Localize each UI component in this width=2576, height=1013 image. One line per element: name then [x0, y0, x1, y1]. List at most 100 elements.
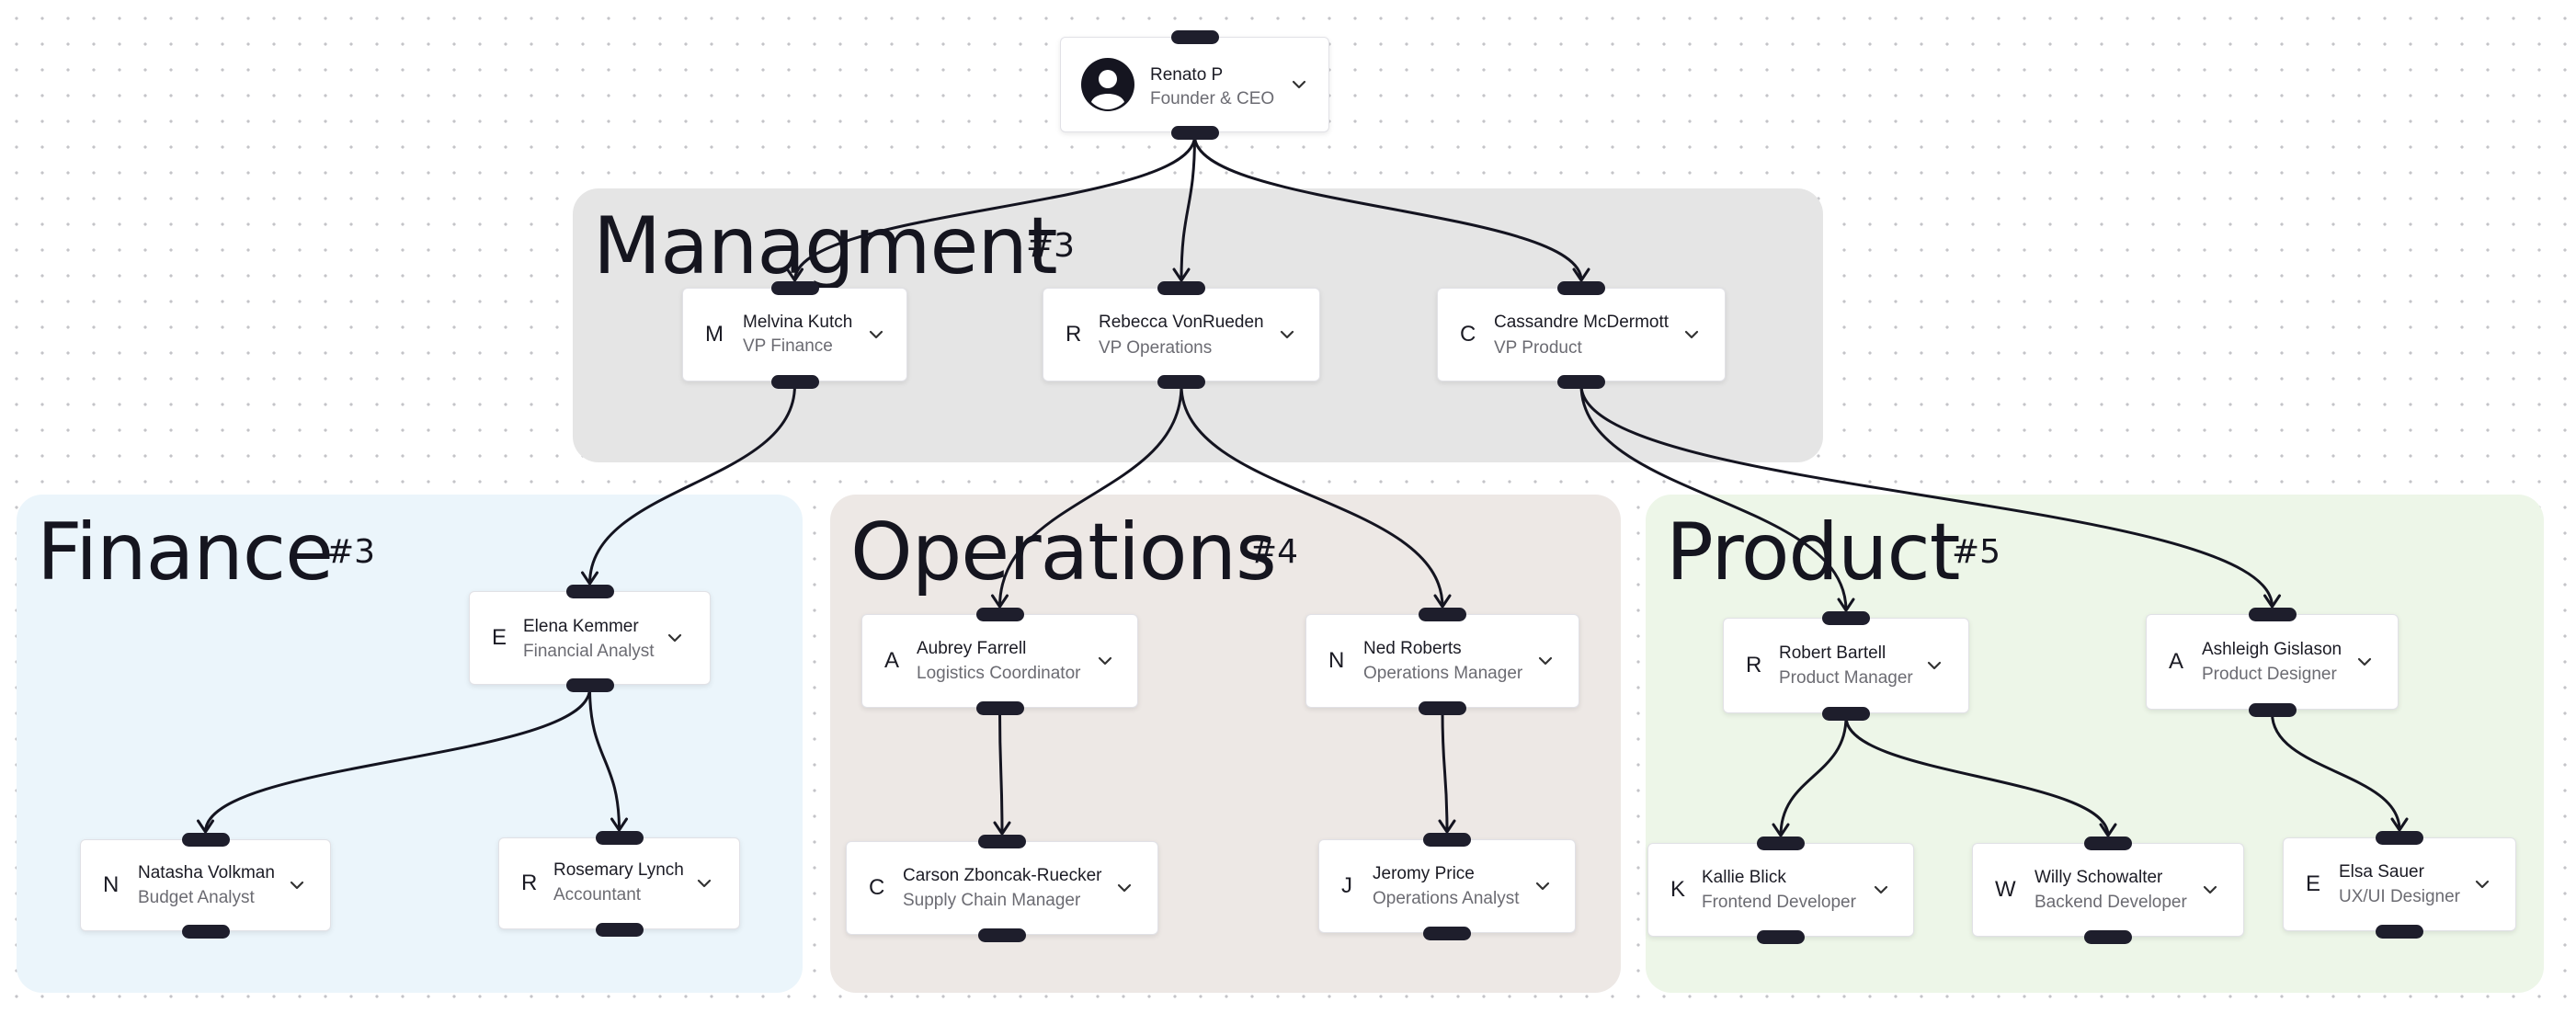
connection-handle-bottom[interactable]	[2084, 930, 2132, 944]
node-card[interactable]: E Elsa Sauer UX/UI Designer	[2283, 837, 2516, 931]
connection-handle-bottom[interactable]	[1822, 707, 1870, 721]
chevron-down-icon[interactable]	[2472, 874, 2492, 894]
node-card[interactable]: R Rebecca VonRueden VP Operations	[1043, 288, 1320, 381]
connection-handle-top[interactable]	[1157, 281, 1205, 295]
node-card[interactable]: A Ashleigh Gislason Product Designer	[2146, 614, 2399, 710]
connection-handle-top[interactable]	[181, 833, 230, 847]
connection-handle-bottom[interactable]	[1757, 930, 1805, 944]
connection-handle-top[interactable]	[2376, 831, 2423, 845]
node-card[interactable]: N Natasha Volkman Budget Analyst	[80, 839, 331, 931]
group-title: Product	[1666, 506, 1961, 598]
chevron-down-icon[interactable]	[1277, 324, 1297, 345]
edge-renato-melvina[interactable]	[793, 135, 1196, 281]
connection-handle-top[interactable]	[1757, 837, 1805, 850]
arrowhead-icon	[2099, 823, 2117, 837]
connection-handle-top[interactable]	[1170, 30, 1219, 44]
chevron-down-icon[interactable]	[694, 873, 714, 893]
group-title: Finance	[37, 506, 334, 598]
node-card[interactable]: J Jeromy Price Operations Analyst	[1318, 839, 1576, 933]
connection-handle-top[interactable]	[1822, 611, 1870, 625]
node-initial: A	[884, 648, 900, 673]
chevron-down-icon[interactable]	[1114, 878, 1134, 898]
chevron-down-icon[interactable]	[1535, 651, 1556, 671]
connection-handle-bottom[interactable]	[181, 925, 230, 939]
node-card[interactable]: N Ned Roberts Operations Manager	[1305, 614, 1579, 708]
connection-handle-top[interactable]	[1423, 833, 1471, 847]
node-card[interactable]: Renato P Founder & CEO	[1060, 37, 1329, 132]
chevron-down-icon[interactable]	[2354, 652, 2375, 672]
edge-cassandre-robert[interactable]	[1579, 384, 1848, 611]
edge-rebecca-ned[interactable]	[1180, 384, 1444, 608]
node-role: Backend Developer	[2035, 893, 2187, 912]
connection-handle-bottom[interactable]	[1423, 927, 1471, 940]
connection-handle-top[interactable]	[1419, 608, 1466, 621]
edge-ned-jeromy[interactable]	[1441, 711, 1449, 833]
connection-handle-top[interactable]	[975, 608, 1024, 621]
edge-renato-cassandre[interactable]	[1193, 135, 1583, 281]
chevron-down-icon[interactable]	[1533, 876, 1553, 896]
connection-handle-bottom[interactable]	[1170, 126, 1219, 140]
node-role: UX/UI Designer	[2339, 887, 2460, 906]
connection-handle-top[interactable]	[1557, 281, 1605, 295]
chevron-down-icon[interactable]	[1924, 655, 1944, 676]
node-role: Logistics Coordinator	[917, 664, 1081, 683]
node-initial: N	[103, 872, 120, 897]
node-role: Accountant	[553, 885, 642, 905]
connection-handle-top[interactable]	[2248, 608, 2297, 621]
connection-handle-bottom[interactable]	[1157, 375, 1205, 389]
connection-handle-top[interactable]	[770, 281, 819, 295]
chevron-down-icon[interactable]	[1095, 651, 1115, 671]
connection-handle-top[interactable]	[978, 835, 1026, 848]
node-name: Cassandre McDermott	[1494, 313, 1670, 332]
edge-ashleigh-elsa[interactable]	[2271, 712, 2401, 831]
node-card[interactable]: C Carson Zboncak-Ruecker Supply Chain Ma…	[846, 841, 1158, 935]
connection-handle-top[interactable]	[565, 585, 614, 598]
node-role: VP Operations	[1099, 338, 1213, 358]
node-initial: M	[705, 322, 724, 347]
node-card[interactable]: K Kallie Blick Frontend Developer	[1647, 843, 1914, 937]
edge-rebecca-aubrey[interactable]	[998, 384, 1183, 608]
connection-handle-bottom[interactable]	[975, 701, 1024, 715]
edge-aubrey-carson[interactable]	[998, 711, 1004, 835]
chevron-down-icon[interactable]	[2200, 880, 2220, 900]
connection-handle-bottom[interactable]	[2376, 925, 2423, 939]
node-name: Jeromy Price	[1373, 864, 1475, 883]
chevron-down-icon[interactable]	[665, 628, 685, 648]
chevron-down-icon[interactable]	[287, 875, 307, 895]
node-card[interactable]: A Aubrey Farrell Logistics Coordinator	[861, 614, 1138, 708]
connection-handle-top[interactable]	[595, 831, 644, 845]
node-card[interactable]: R Robert Bartell Product Manager	[1723, 618, 1969, 713]
node-card[interactable]: C Cassandre McDermott VP Product	[1437, 288, 1726, 381]
node-card[interactable]: M Melvina Kutch VP Finance	[682, 288, 907, 381]
arrowhead-icon	[993, 821, 1011, 836]
node-role: Supply Chain Manager	[903, 891, 1081, 910]
edge-renato-rebecca[interactable]	[1180, 135, 1196, 281]
connection-handle-bottom[interactable]	[2248, 703, 2297, 717]
chevron-down-icon[interactable]	[1289, 74, 1309, 95]
node-initial: R	[1066, 322, 1082, 347]
node-name: Renato P	[1150, 65, 1224, 85]
chevron-down-icon[interactable]	[1871, 880, 1891, 900]
edge-melvina-elena[interactable]	[588, 384, 796, 585]
node-card[interactable]: W Willy Schowalter Backend Developer	[1972, 843, 2244, 937]
connection-handle-bottom[interactable]	[1419, 701, 1466, 715]
edge-elena-natasha[interactable]	[204, 688, 591, 833]
connection-handle-bottom[interactable]	[595, 923, 644, 937]
node-name: Elena Kemmer	[523, 617, 639, 636]
edge-robert-kallie[interactable]	[1779, 716, 1848, 837]
edge-cassandre-ashleigh[interactable]	[1579, 384, 2274, 608]
node-card[interactable]: E Elena Kemmer Financial Analyst	[469, 591, 711, 685]
connection-handle-bottom[interactable]	[978, 928, 1026, 942]
person-icon	[1081, 58, 1134, 111]
chevron-down-icon[interactable]	[1681, 324, 1702, 345]
edge-elena-rosemary[interactable]	[588, 688, 621, 831]
node-card[interactable]: R Rosemary Lynch Accountant	[498, 837, 740, 929]
edge-robert-willy[interactable]	[1844, 716, 2110, 837]
connection-handle-bottom[interactable]	[1557, 375, 1605, 389]
arrowhead-icon	[1438, 819, 1456, 834]
connection-handle-top[interactable]	[2084, 837, 2132, 850]
connection-handle-bottom[interactable]	[565, 678, 614, 692]
group-count: #3	[326, 533, 376, 571]
chevron-down-icon[interactable]	[866, 324, 886, 345]
connection-handle-bottom[interactable]	[770, 375, 819, 389]
